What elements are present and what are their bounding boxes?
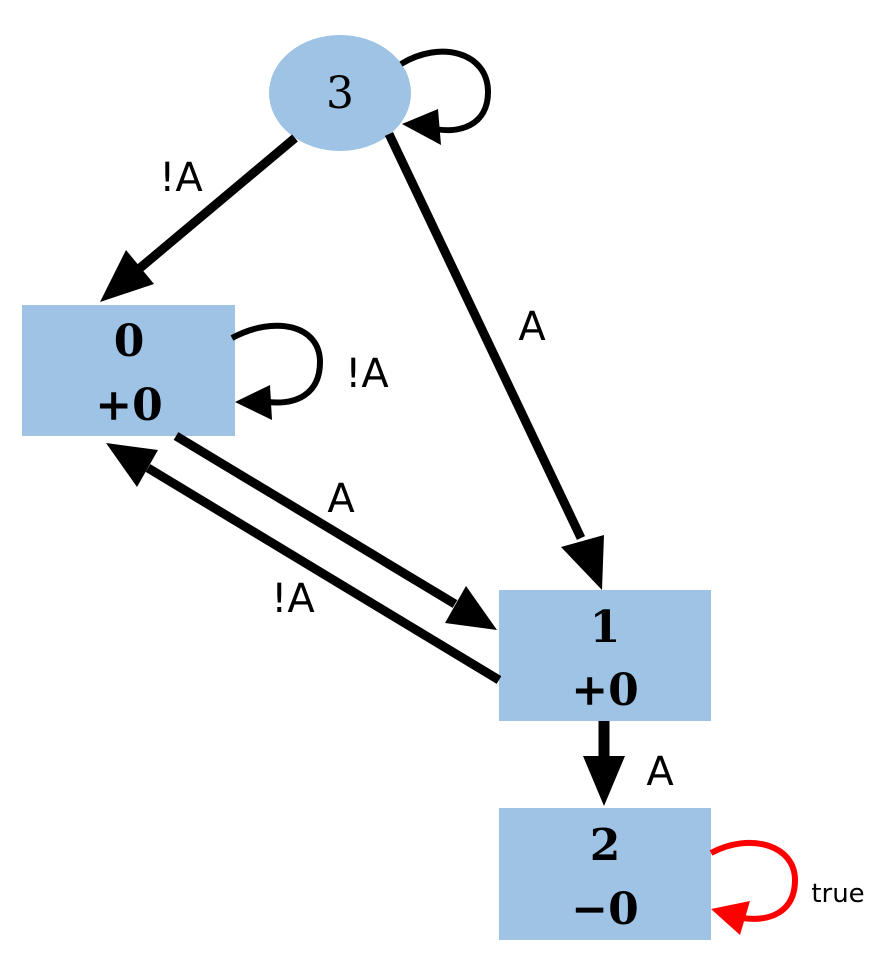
node-0-weight: +0 — [95, 380, 162, 431]
edge-1-to-0: !A — [106, 443, 502, 684]
node-2-id: 2 — [590, 820, 621, 871]
edge-3-to-0: !A — [100, 134, 298, 302]
node-2: 2 −0 — [499, 808, 711, 940]
edge-3-to-1: A — [384, 132, 604, 590]
edge-1-to-0-label: !A — [271, 576, 315, 622]
edge-3-to-0-label: !A — [159, 155, 203, 201]
edge-0-to-1: A — [173, 432, 497, 630]
edge-0-self-loop: !A — [230, 322, 389, 420]
edge-0-self-loop-label: !A — [345, 351, 389, 397]
node-2-weight: −0 — [571, 884, 638, 935]
edge-2-self-loop-label: true — [811, 879, 864, 909]
node-1-weight: +0 — [571, 665, 638, 716]
node-0-id: 0 — [114, 316, 145, 367]
edge-3-self-loop — [399, 48, 492, 145]
edge-3-to-1-label: A — [518, 304, 546, 350]
edge-0-to-1-label: A — [327, 476, 355, 522]
edge-2-self-loop: true — [709, 839, 865, 935]
node-1: 1 +0 — [499, 590, 711, 721]
edge-1-to-2-label: A — [646, 749, 674, 795]
node-1-id: 1 — [590, 602, 621, 653]
node-3-id: 3 — [326, 68, 354, 119]
edge-1-to-2: A — [583, 721, 674, 806]
node-0: 0 +0 — [22, 305, 235, 436]
node-3: 3 — [269, 35, 411, 151]
